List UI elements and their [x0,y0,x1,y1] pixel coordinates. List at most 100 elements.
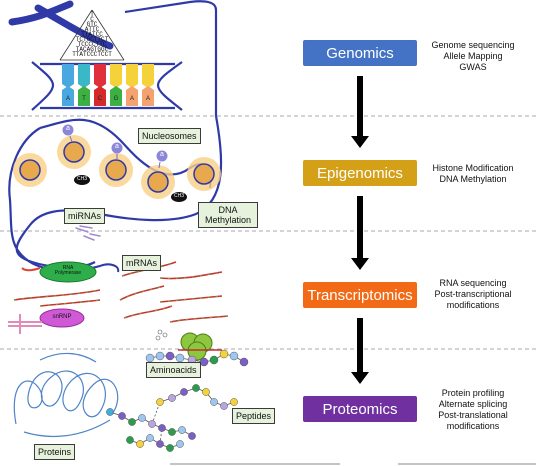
sequence-line: TCCCCTTC [77,41,107,48]
aminoacid-bead [209,355,219,365]
mrna-strand [13,289,101,301]
sequence-line: ATTC [84,26,100,33]
detail-line: Protein profiling [441,388,505,398]
detail-line: Genome sequencing [431,40,515,50]
sequence-line: C [90,16,94,23]
sequence-line: T [90,11,94,18]
mrna-strand [159,271,223,280]
down-arrow-icon [351,196,369,270]
rna-polymerase-icon [39,261,97,283]
base-bar: A [62,64,74,106]
flow-arrows [351,76,369,384]
label-line: DNA [218,205,238,215]
peptides-label: Peptides [232,408,276,424]
label-line: Polymerase [54,270,82,276]
peptide-bead [168,428,176,436]
aminoacid-bead [175,353,185,363]
nucleosome [57,135,91,169]
histone-mark-label: a [160,151,164,158]
label-line: RNA [62,265,74,271]
peptide-bead [192,384,200,392]
aminoacid-bead [229,351,239,361]
peptide-bead [156,440,164,448]
proteomics-box: Proteomics [303,396,417,422]
detail-line: Allele Mapping [443,51,503,61]
sequence-line: TACAGTGGC [75,46,109,53]
trna-icon [155,329,168,341]
sequence-zoom-triangle [59,9,125,61]
sequence-line: TCTGCTTCT [75,36,109,43]
base-bar: T [78,64,90,106]
section-dividers [0,115,536,350]
chromosome-icon [8,0,114,50]
aminoacid-bead [199,357,209,367]
base-letter: A [146,96,150,102]
peptide-bead [128,418,136,426]
base-letter: A [130,96,134,102]
peptide-bead [220,402,228,410]
ribosome-icon [178,332,222,361]
detail-line: Post-transcriptional [434,289,512,299]
peptide-bead [210,398,218,406]
histone-mark-icons [62,124,168,169]
base-letter: C [98,96,103,102]
mrna-strand [169,315,229,323]
proteomics-details: Protein profiling Alternate splicing Pos… [413,388,533,432]
aminoacid-bead [145,353,155,363]
mrna-icons [13,261,229,323]
peptide-network [106,384,238,452]
base-letter: T [82,96,86,102]
peptide-bead [166,444,174,452]
transcriptomics-details: RNA sequencing Post-transcriptional modi… [413,278,533,311]
peptide-bead [178,426,186,434]
peptide-bead [156,398,164,406]
mrna-strand [39,299,101,307]
detail-line: RNA sequencing [439,278,507,288]
nucleosomes-label: Nucleosomes [138,128,201,144]
label-line: Methylation [204,215,252,225]
aminoacid-bead [165,351,175,361]
nucleosome [13,153,47,187]
base-bar: G [110,64,122,106]
peptide-bead [136,440,144,448]
peptide-bead [176,440,184,448]
protein-coil-icon [13,352,119,438]
detail-line: GWAS [459,62,487,72]
peptide-bead [106,408,114,416]
peptide-bead [158,424,166,432]
detail-line: Alternate splicing [438,399,508,409]
peptide-bead [148,420,156,428]
epigenomics-box: Epigenomics [303,160,417,186]
nucleosome [141,165,175,199]
aminoacid-bead [155,351,165,361]
epigenomics-title: Epigenomics [317,164,403,182]
mrna-strand [119,285,165,301]
transcriptomics-box: Transcriptomics [303,282,417,308]
base-bar: A [126,64,138,106]
methyl-group-icons [74,175,187,202]
peptide-bead [180,388,188,396]
proteins-label: Proteins [34,444,76,460]
peptide-bead [168,394,176,402]
peptide-bead [202,388,210,396]
aminoacid-bead [239,357,249,367]
hairpin-rna-icon [8,314,42,334]
methyl-label: CH3 [173,193,184,199]
base-letter: A [66,96,70,102]
detail-line: DNA Methylation [439,174,507,184]
sequence-line: TTATCC [81,31,103,38]
detail-line: Post-translational [438,410,508,420]
peptide-bead [138,414,146,422]
nucleosome [99,153,133,187]
peptide-bead [230,398,238,406]
base-bar: A [142,64,154,106]
peptide-bead [126,436,134,444]
histone-mark-label: a [115,143,119,150]
epigenomics-details: Histone Modification DNA Methylation [413,163,533,185]
mrnas-label: mRNAs [122,255,161,271]
transcriptomics-title: Transcriptomics [307,286,413,304]
mirnas-label: miRNAs [64,208,105,224]
